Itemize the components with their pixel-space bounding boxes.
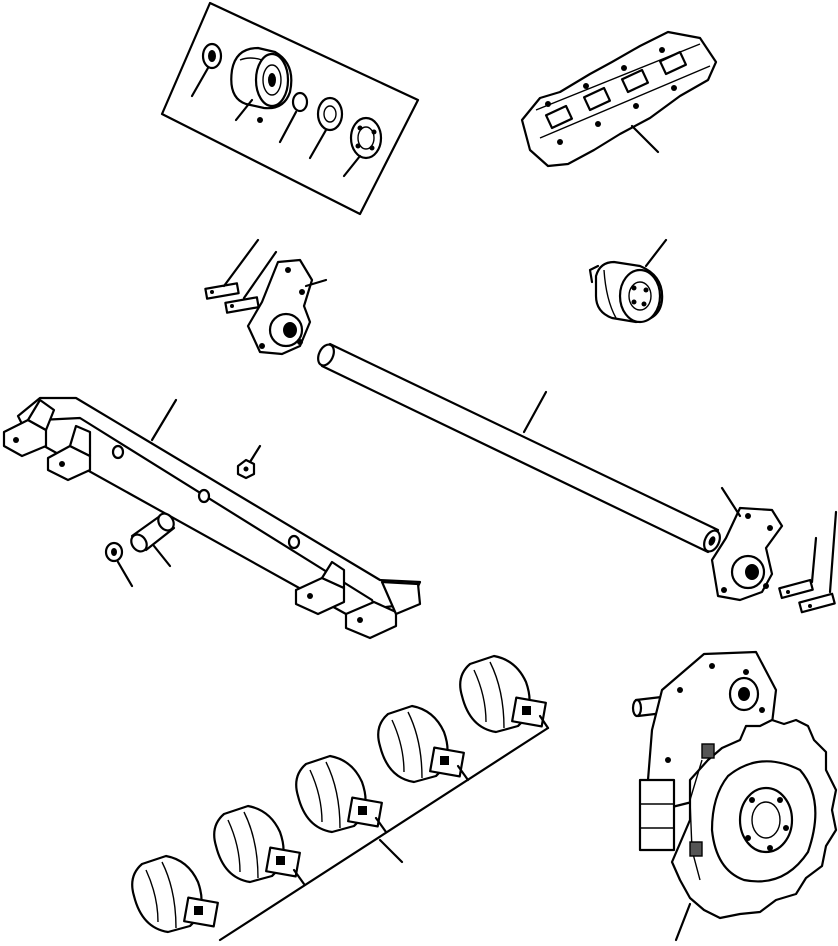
track-roller (131, 854, 219, 934)
final-drive-sprocket (631, 650, 838, 942)
track-roller (377, 704, 465, 784)
kit-frame (160, 1, 420, 216)
equalizer-bar (2, 396, 422, 640)
kit-washer (316, 96, 344, 132)
track-roller (213, 804, 301, 884)
pivot-shaft (317, 342, 721, 554)
track-rollers (131, 654, 550, 942)
track-chain (520, 30, 718, 168)
track-roller (295, 754, 383, 834)
lock-plate (204, 282, 240, 300)
lock-plate (224, 296, 260, 314)
carrier-roller-kit (160, 1, 420, 216)
lock-plate (798, 592, 836, 614)
kit-o-ring (291, 91, 309, 113)
front-idler (588, 238, 668, 324)
right-pivot-bracket (710, 486, 838, 614)
nut (236, 444, 262, 480)
track-roller (459, 654, 547, 734)
kit-cap (349, 116, 383, 160)
pin-and-washer (104, 512, 176, 588)
left-pivot-bracket (204, 238, 328, 356)
lock-plate (778, 578, 814, 600)
